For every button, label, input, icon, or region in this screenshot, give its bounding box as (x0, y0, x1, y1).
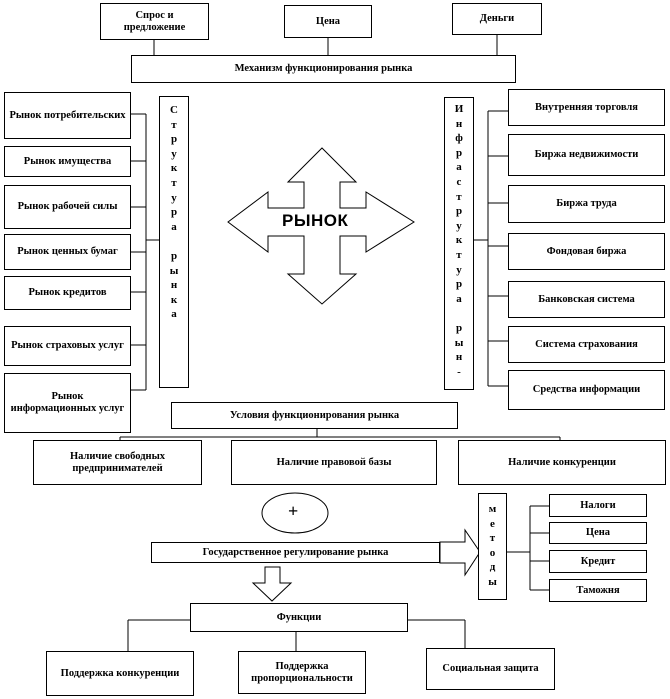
right-infra-6: Система страхования (508, 326, 665, 363)
arrow-down-icon (251, 566, 293, 602)
method-price: Цена (549, 522, 647, 544)
condition-legal-base: Наличие правовой базы (231, 440, 437, 485)
right-infra-2: Биржа недвижимости (508, 134, 665, 176)
right-infra-5: Банковская система (508, 281, 665, 318)
demand-supply-box: Спрос и предложение (100, 3, 209, 40)
left-market-1: Рынок потребительских (4, 92, 131, 139)
money-box: Деньги (452, 3, 542, 35)
right-infra-1: Внутренняя торговля (508, 89, 665, 126)
left-market-4: Рынок ценных бумаг (4, 234, 131, 270)
function-social-protection: Социальная защита (426, 648, 555, 690)
right-infra-4: Фондовая биржа (508, 233, 665, 270)
function-proportionality: Поддержка пропорциональности (238, 651, 366, 694)
function-competition: Поддержка конкуренции (46, 651, 194, 696)
left-market-7: Рынок информационных услуг (4, 373, 131, 433)
left-market-3: Рынок рабочей силы (4, 185, 131, 229)
condition-competition: Наличие конкуренции (458, 440, 666, 485)
market-center-label: РЫНОК (282, 211, 349, 230)
right-infra-3: Биржа труда (508, 185, 665, 223)
left-market-6: Рынок страховых услуг (4, 326, 131, 366)
left-market-2: Рынок имущества (4, 146, 131, 177)
four-way-arrow-icon (227, 147, 415, 305)
plus-sign: + (288, 501, 299, 521)
left-market-5: Рынок кредитов (4, 276, 131, 310)
right-infra-7: Средства информации (508, 370, 665, 410)
plus-ellipse (261, 492, 329, 534)
price-box: Цена (284, 5, 372, 38)
regulation-box: Государственное регулирование рынка (151, 542, 440, 563)
arrow-right-icon (439, 528, 481, 577)
mechanism-box: Механизм функционирования рынка (131, 55, 516, 83)
method-taxes: Налоги (549, 494, 647, 517)
functions-title-box: Функции (190, 603, 408, 632)
method-customs: Таможня (549, 579, 647, 602)
method-credit: Кредит (549, 550, 647, 573)
condition-entrepreneurs: Наличие свободных предпринимателей (33, 440, 202, 485)
conditions-title-box: Условия функционирования рынка (171, 402, 458, 429)
